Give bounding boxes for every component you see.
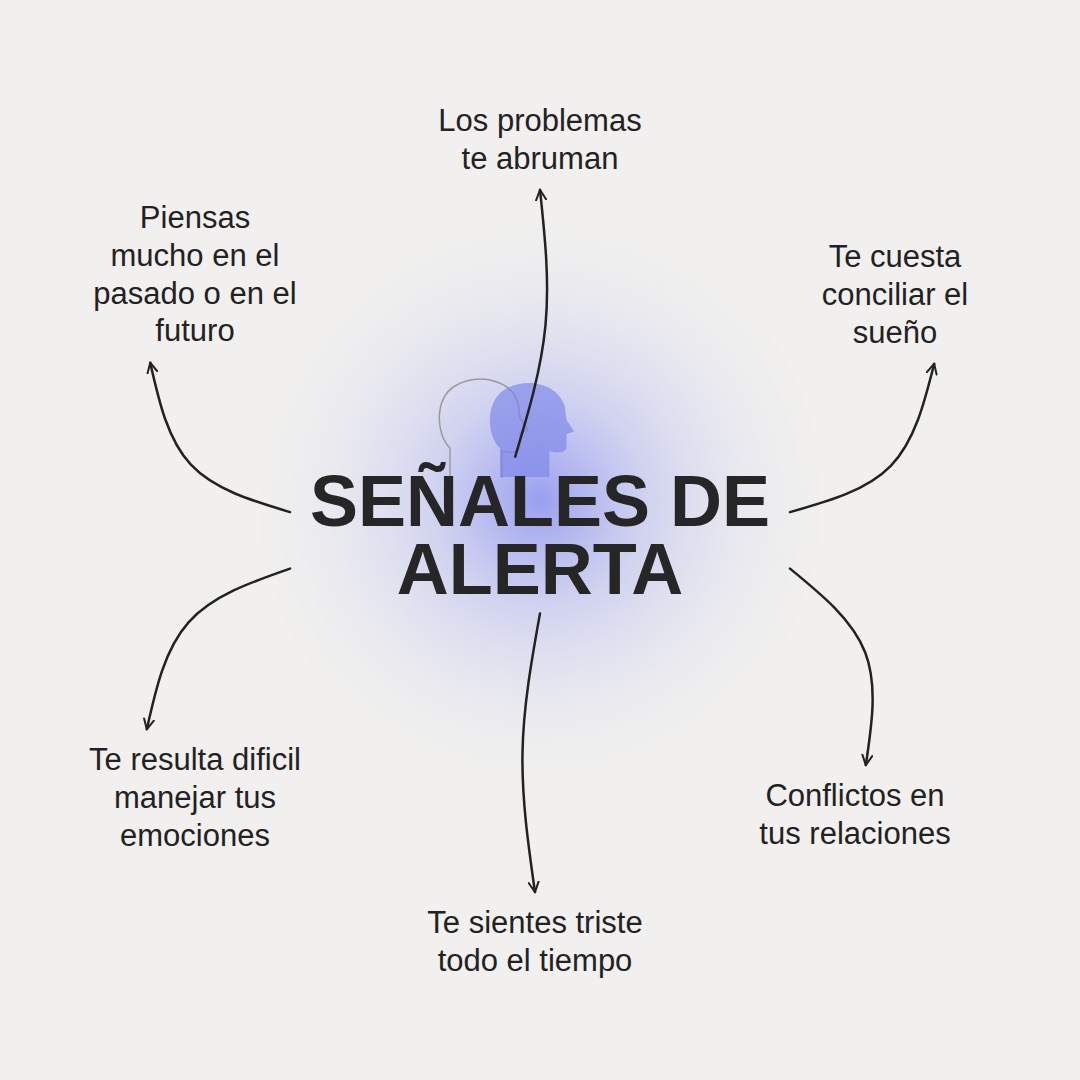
warning-sign: Piensas mucho en el pasado o en el futur… — [83, 191, 307, 358]
curved-arrow — [147, 569, 290, 730]
node-text: SEÑALES DE ALERTA — [300, 467, 780, 604]
node-text: Te cuesta conciliar el sueño — [805, 238, 985, 351]
warning-sign: Los problemas te abruman — [425, 94, 656, 186]
warning-sign: Te resulta dificil manejar tus emociones — [75, 733, 316, 862]
node-text: Los problemas te abruman — [433, 102, 648, 178]
node-text: Conflictos en tus relaciones — [755, 777, 955, 853]
warning-sign: Te cuesta conciliar el sueño — [797, 230, 993, 359]
node-text: Te sientes triste todo el tiempo — [420, 904, 650, 980]
curved-arrow — [790, 364, 934, 512]
warning-sign: Te sientes triste todo el tiempo — [412, 896, 658, 988]
node-text: Piensas mucho en el pasado o en el futur… — [91, 199, 299, 350]
title-node: SEÑALES DE ALERTA — [292, 459, 788, 612]
glow — [230, 190, 850, 810]
warning-sign: Conflictos en tus relaciones — [747, 769, 963, 861]
node-text: Te resulta dificil manejar tus emociones — [83, 741, 308, 854]
curved-arrow — [522, 613, 540, 892]
curved-arrow — [790, 569, 873, 766]
curved-arrow — [150, 363, 290, 512]
curved-arrow — [515, 190, 547, 457]
